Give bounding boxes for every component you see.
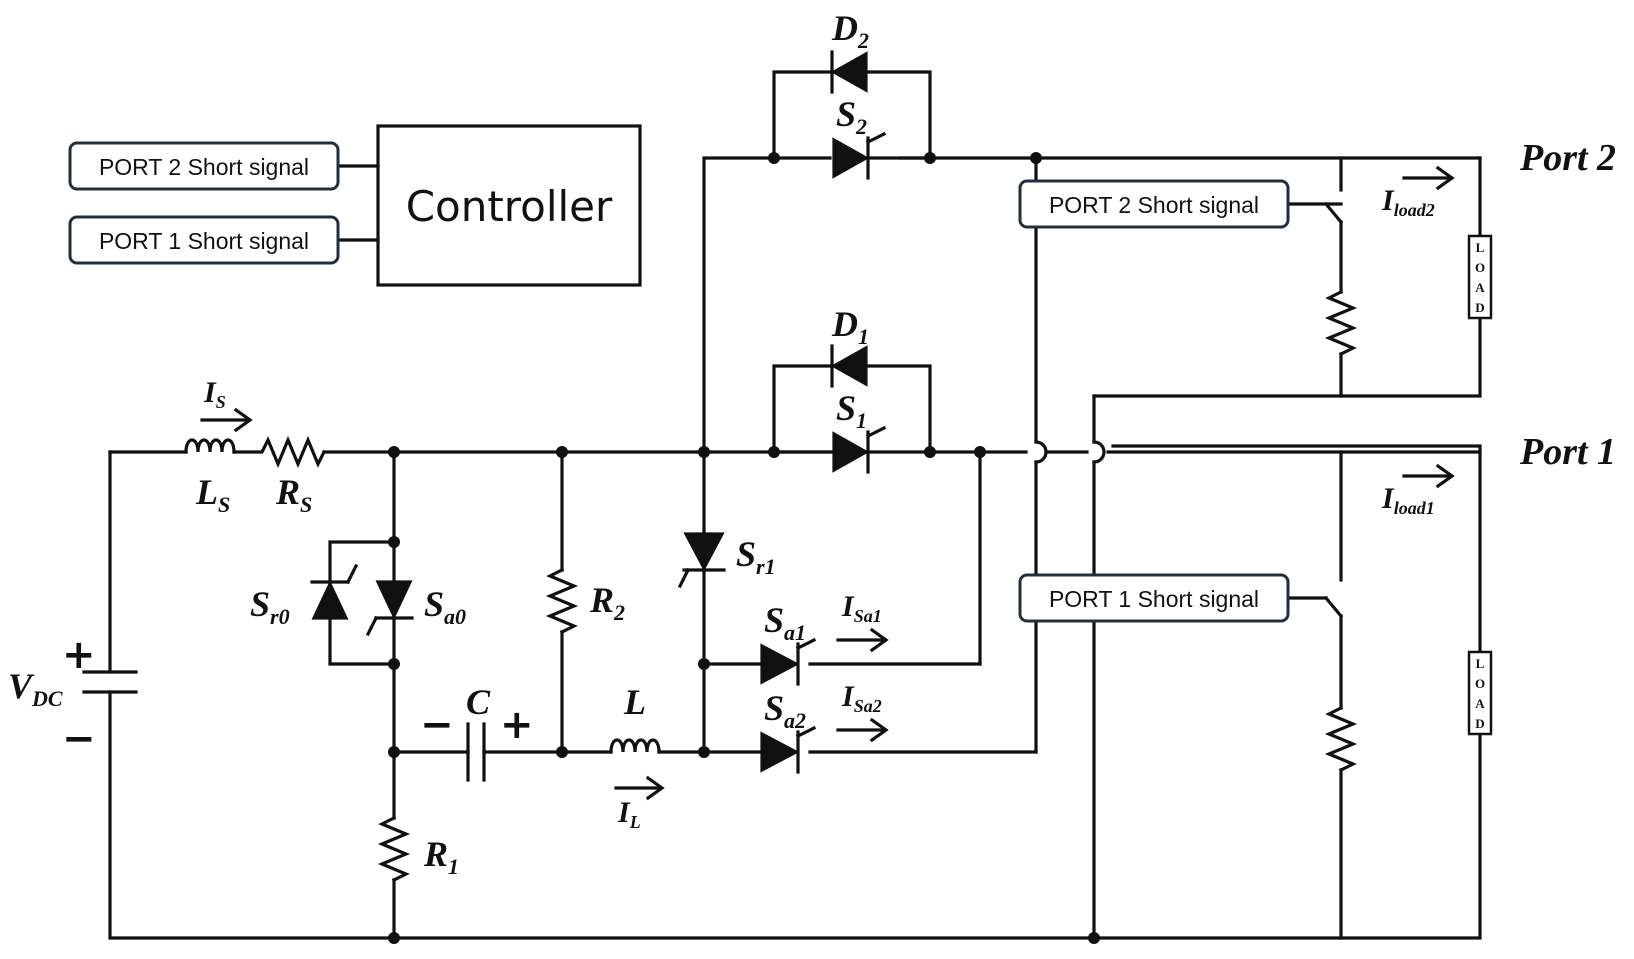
inductor-ls: LS xyxy=(184,438,236,517)
sa0-label: Sa0 xyxy=(424,584,466,629)
il-label: IL xyxy=(617,796,641,832)
sa1-label: Sa1 xyxy=(764,600,806,645)
inductor-l: L xyxy=(609,682,661,754)
controller-label: Controller xyxy=(406,182,613,231)
current-arrow-iload1: Iload1 xyxy=(1381,463,1455,518)
port2-short-switch xyxy=(1286,184,1344,225)
ctrl-port2-signal-box: PORT 2 Short signal xyxy=(68,141,340,191)
current-arrow-iload2: Iload2 xyxy=(1381,165,1455,220)
ls-label: LS xyxy=(195,472,230,517)
ctrl-port2-signal-text: PORT 2 Short signal xyxy=(99,154,309,180)
thyristor-s2: S2 xyxy=(832,94,887,180)
junction-dots xyxy=(388,152,1100,944)
load1-letter-2: O xyxy=(1475,676,1485,691)
load2-letter-3: A xyxy=(1475,280,1485,295)
load2-letter-1: L xyxy=(1476,240,1485,255)
resistor-r2: R2 xyxy=(545,567,625,635)
port2-short-signal-box: PORT 2 Short signal xyxy=(1018,179,1290,229)
thyristor-sa2: Sa2 xyxy=(760,688,817,774)
vdc-minus: − xyxy=(62,716,96,762)
current-arrow-isa1: ISa1 xyxy=(836,590,889,653)
sa2-label: Sa2 xyxy=(764,688,806,733)
capacitor-c: C − + xyxy=(420,682,534,782)
is-label: IS xyxy=(203,376,226,412)
resistor-rs: RS xyxy=(232,435,327,517)
port1-short-switch xyxy=(1286,595,1344,619)
port2-short-signal-text: PORT 2 Short signal xyxy=(1049,192,1259,218)
current-arrow-isa2: ISa2 xyxy=(836,680,889,743)
load-1: L O A D xyxy=(1467,650,1493,736)
diode-d1: D1 xyxy=(830,304,869,388)
isa2-label: ISa2 xyxy=(841,680,882,716)
dc-source: + − VDC xyxy=(8,632,138,762)
c-label: C xyxy=(466,682,491,722)
resistor-r1: R1 xyxy=(377,815,459,883)
vdc-label: VDC xyxy=(8,666,63,711)
load2-letter-4: D xyxy=(1475,300,1484,315)
thyristor-sa0: Sa0 xyxy=(365,580,466,637)
vdc-plus: + xyxy=(62,632,96,678)
r2-label: R2 xyxy=(589,580,625,625)
thyristor-s1: S1 xyxy=(772,388,887,474)
s1-label: S1 xyxy=(836,388,867,433)
port1-short-signal-text: PORT 1 Short signal xyxy=(1049,586,1259,612)
port1-label: Port 1 xyxy=(1519,431,1616,473)
thyristor-sr0: Sr0 xyxy=(250,563,359,629)
l-label: L xyxy=(623,682,646,722)
iload1-label: Iload1 xyxy=(1381,482,1435,518)
d1-label: D1 xyxy=(831,304,869,349)
d2-label: D2 xyxy=(831,8,869,53)
load2-letter-2: O xyxy=(1475,260,1485,275)
s2-label: S2 xyxy=(836,94,867,139)
diode-d2: D2 xyxy=(830,8,869,94)
thyristor-sr1: Sr1 xyxy=(677,532,776,589)
sr0-label: Sr0 xyxy=(250,584,290,629)
load1-letter-3: A xyxy=(1475,696,1485,711)
load1-letter-4: D xyxy=(1475,716,1484,731)
port2-short-resistor xyxy=(1324,289,1358,357)
port1-short-resistor xyxy=(1324,705,1358,773)
thyristor-sa1: Sa1 xyxy=(760,600,817,686)
current-arrow-is: IS xyxy=(200,376,253,433)
iload2-label: Iload2 xyxy=(1381,184,1435,220)
load-2: L O A D xyxy=(1467,234,1493,320)
ctrl-port1-signal-box: PORT 1 Short signal xyxy=(68,215,340,265)
r1-label: R1 xyxy=(423,834,459,879)
port2-label: Port 2 xyxy=(1519,137,1616,179)
port1-short-signal-box: PORT 1 Short signal xyxy=(1018,573,1290,623)
current-arrow-il: IL xyxy=(614,775,665,832)
c-minus: − xyxy=(420,702,454,748)
sr1-label: Sr1 xyxy=(736,534,776,579)
c-plus: + xyxy=(500,702,534,748)
load1-letter-1: L xyxy=(1476,656,1485,671)
rs-label: RS xyxy=(275,472,312,517)
ctrl-port1-signal-text: PORT 1 Short signal xyxy=(99,228,309,254)
controller-block: Controller xyxy=(336,124,642,287)
isa1-label: ISa1 xyxy=(841,590,882,626)
